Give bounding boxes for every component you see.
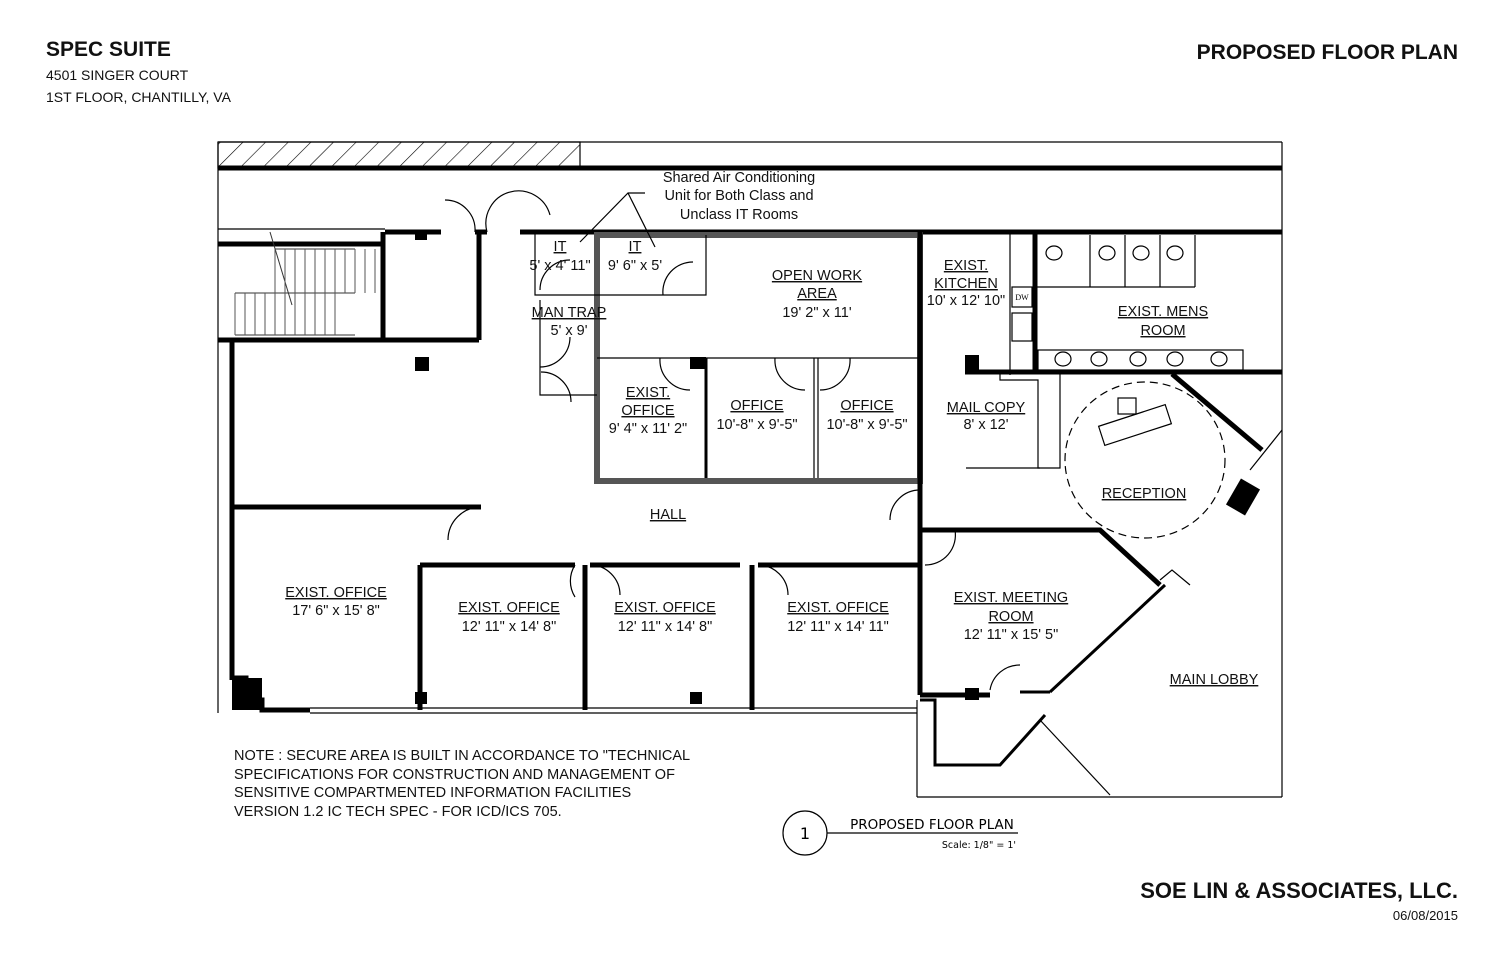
sink-icon xyxy=(1129,351,1147,367)
office-2-name: EXIST. OFFICE xyxy=(458,600,560,616)
address-line-1: 4501 SINGER COURT xyxy=(46,67,189,83)
drawing-number: 1 xyxy=(800,824,810,843)
meeting-size: 12' 11" x 15' 5" xyxy=(964,627,1059,643)
callout-line-3: Unclass IT Rooms xyxy=(680,207,798,223)
office-2-size: 12' 11" x 14' 8" xyxy=(462,619,557,635)
office-a-size: 10'-8" x 9'-5" xyxy=(716,417,797,433)
kitchen-name-1: EXIST. xyxy=(944,258,988,274)
callout-line-2: Unit for Both Class and xyxy=(664,188,813,204)
drawing-tag: 1 PROPOSED FLOOR PLAN Scale: 1/8" = 1' xyxy=(782,810,1018,856)
sink-icon xyxy=(1210,351,1228,367)
note-line-1: NOTE : SECURE AREA IS BUILT IN ACCORDANC… xyxy=(234,748,691,764)
toilet-icon xyxy=(1166,245,1184,261)
reception-name: RECEPTION xyxy=(1102,486,1187,502)
note-line-2: SPECIFICATIONS FOR CONSTRUCTION AND MANA… xyxy=(234,766,675,783)
office-4-name: EXIST. OFFICE xyxy=(787,600,889,616)
toilet-icon xyxy=(1045,245,1063,261)
open-work-name-2: AREA xyxy=(797,286,837,302)
it1-size: 5' x 4' 11" xyxy=(529,258,590,274)
lobby-name: MAIN LOBBY xyxy=(1170,672,1259,688)
room-labels: IT 5' x 4' 11" IT 9' 6" x 5' MAN TRAP 5'… xyxy=(285,239,1258,688)
office-b-size: 10'-8" x 9'-5" xyxy=(826,417,907,433)
man-trap-size: 5' x 9' xyxy=(551,323,588,339)
ac-callout: Shared Air Conditioning Unit for Both Cl… xyxy=(579,170,815,248)
plan-title: PROPOSED FLOOR PLAN xyxy=(1196,41,1458,64)
mail-copy-name: MAIL COPY xyxy=(947,400,1026,416)
sink-icon xyxy=(1090,351,1108,367)
plan-date: 06/08/2015 xyxy=(1392,908,1458,923)
drawing-title: PROPOSED FLOOR PLAN xyxy=(850,817,1014,833)
toilet-icon xyxy=(1098,245,1116,261)
exist-office-small-name-2: OFFICE xyxy=(621,403,674,419)
note-line-3: SENSITIVE COMPARTMENTED INFORMATION FACI… xyxy=(234,785,632,801)
walls xyxy=(217,141,1283,798)
sink-icon xyxy=(1054,351,1072,367)
meeting-name-1: EXIST. MEETING xyxy=(954,590,1068,606)
open-work-size: 19' 2" x 11' xyxy=(782,305,851,321)
mens-room-name-2: ROOM xyxy=(1140,323,1185,339)
kitchen-name-2: KITCHEN xyxy=(934,276,998,292)
exist-office-small-name-1: EXIST. xyxy=(626,385,670,401)
it2-size: 9' 6" x 5' xyxy=(608,258,662,274)
office-a-name: OFFICE xyxy=(730,398,783,414)
secure-area-note: NOTE : SECURE AREA IS BUILT IN ACCORDANC… xyxy=(234,747,690,821)
office-3-size: 12' 11" x 14' 8" xyxy=(618,619,713,635)
mail-copy-size: 8' x 12' xyxy=(963,417,1008,433)
office-3-name: EXIST. OFFICE xyxy=(614,600,716,616)
project-title: SPEC SUITE xyxy=(46,38,171,61)
callout-line-1: Shared Air Conditioning xyxy=(663,170,815,186)
it2-name: IT xyxy=(629,239,642,255)
drawing-scale: Scale: 1/8" = 1' xyxy=(942,840,1016,851)
office-1-size: 17' 6" x 15' 8" xyxy=(292,603,380,619)
mens-room-name-1: EXIST. MENS xyxy=(1118,304,1208,320)
address-line-2: 1ST FLOOR, CHANTILLY, VA xyxy=(46,89,231,105)
firm-name: SOE LIN & ASSOCIATES, LLC. xyxy=(1140,878,1458,903)
it1-name: IT xyxy=(554,239,567,255)
note-line-4: VERSION 1.2 IC TECH SPEC - FOR ICD/ICS 7… xyxy=(234,803,562,820)
open-work-name-1: OPEN WORK xyxy=(772,268,863,284)
hall-name: HALL xyxy=(650,507,686,523)
meeting-name-2: ROOM xyxy=(988,609,1033,625)
sink-icon xyxy=(1166,351,1184,367)
office-b-name: OFFICE xyxy=(840,398,893,414)
man-trap-name: MAN TRAP xyxy=(532,305,607,321)
office-1-name: EXIST. OFFICE xyxy=(285,585,387,601)
kitchen-size: 10' x 12' 10" xyxy=(927,293,1005,309)
exist-office-small-size: 9' 4" x 11' 2" xyxy=(609,421,687,437)
toilet-icon xyxy=(1132,245,1150,261)
dishwasher-label: DW xyxy=(1015,293,1029,302)
door-swings xyxy=(444,190,1021,691)
office-4-size: 12' 11" x 14' 11" xyxy=(787,619,889,635)
